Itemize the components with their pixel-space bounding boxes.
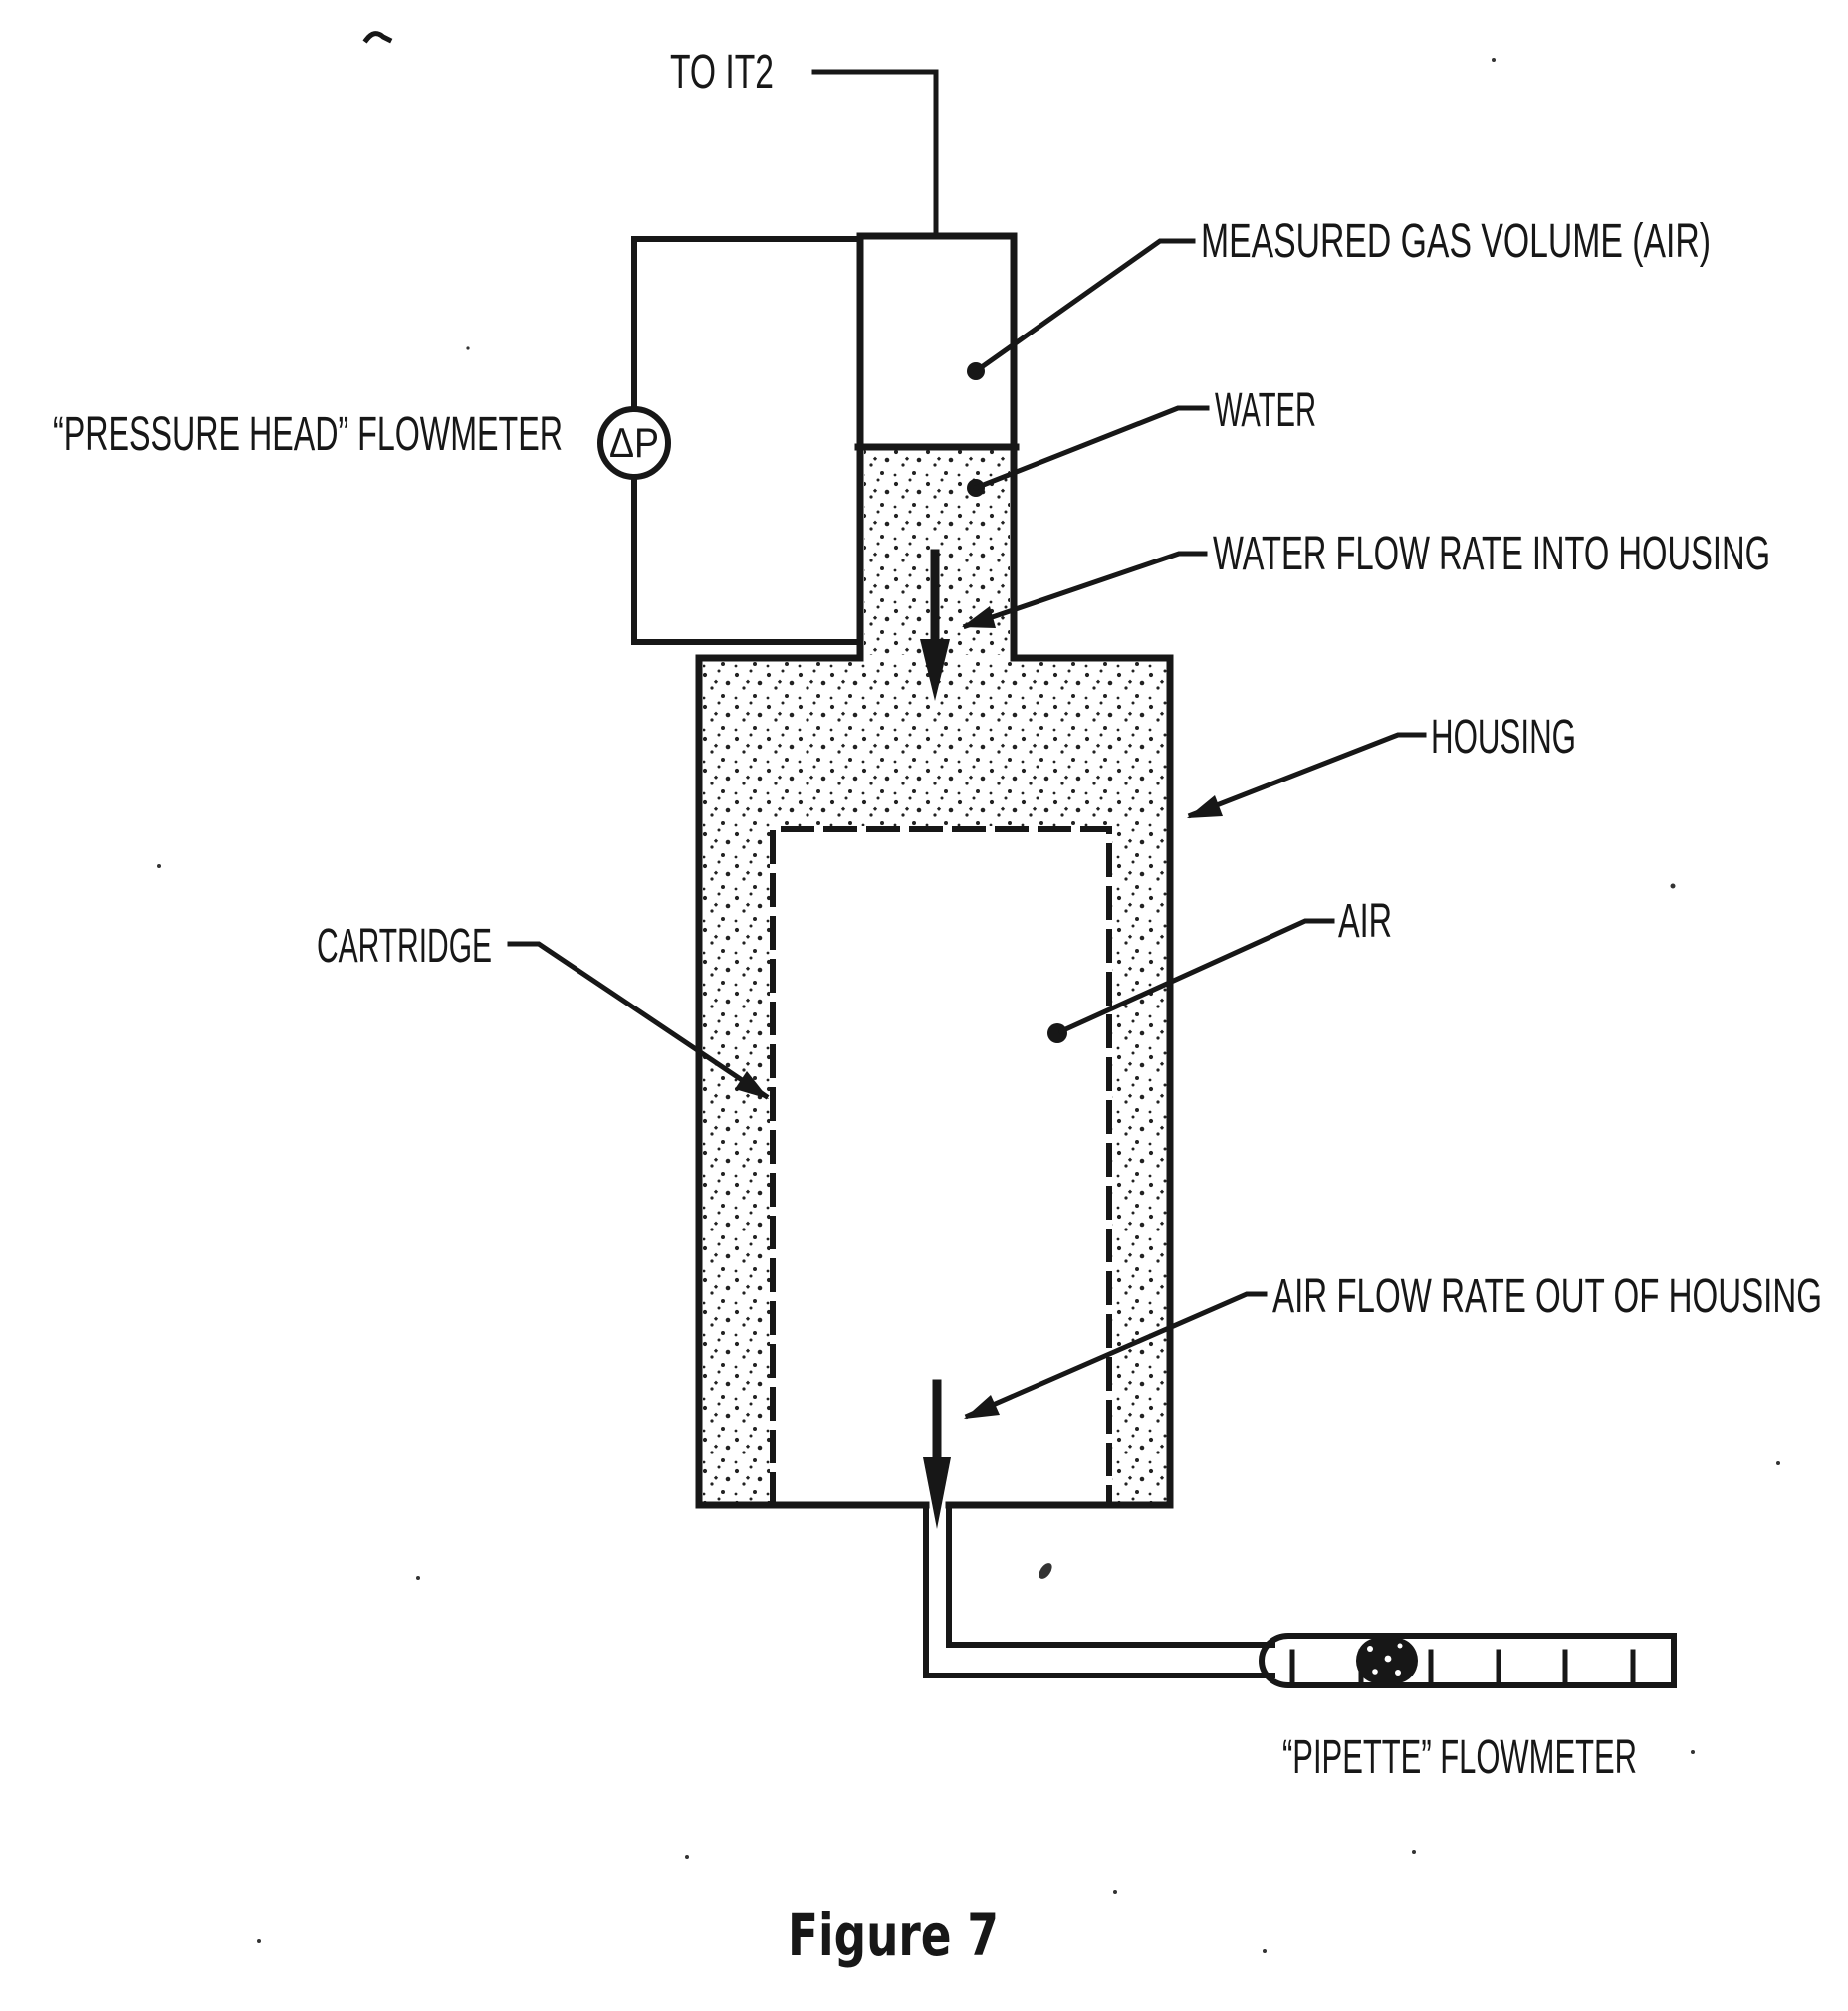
housing-outline <box>695 654 1174 1509</box>
air-flow-arrow <box>923 1379 951 1529</box>
label-air-flow-rate: AIR FLOW RATE OUT OF HOUSING <box>1272 1270 1822 1323</box>
leader-cartridge <box>507 941 770 1100</box>
figure-caption: Figure 7 <box>788 1901 999 1969</box>
pipette-liquid-slug <box>1356 1638 1418 1683</box>
air-dot <box>1047 1023 1067 1043</box>
outlet-pipe-outer <box>923 1502 1275 1678</box>
delta-p-gauge <box>597 406 671 480</box>
leader-air-flow-rate <box>964 1291 1268 1420</box>
pipette-flowmeter-tube <box>1258 1633 1677 1688</box>
scan-artifact-squiggle <box>362 31 393 44</box>
label-housing: HOUSING <box>1431 711 1576 764</box>
label-water-flow-rate: WATER FLOW RATE INTO HOUSING <box>1213 528 1770 580</box>
label-pressure-head-flowmeter: “PRESSURE HEAD” FLOWMETER <box>53 408 563 461</box>
leader-water <box>967 405 1210 497</box>
cartridge-dashed-outline <box>770 826 1112 1506</box>
pressure-head-flowmeter-loop <box>631 236 863 645</box>
label-pipette-flowmeter: “PIPETTE” FLOWMETER <box>1282 1731 1637 1784</box>
leader-housing <box>1187 732 1427 819</box>
outlet-pipe-inner <box>946 1502 1275 1648</box>
label-measured-gas-volume: MEASURED GAS VOLUME (AIR) <box>1201 215 1711 268</box>
water-flow-arrow <box>920 549 950 701</box>
leader-measured-gas <box>967 238 1196 380</box>
leader-air <box>1047 918 1335 1043</box>
delta-p-gauge-label: ΔP <box>609 419 659 466</box>
to-it2-line <box>811 69 939 236</box>
label-air: AIR <box>1338 895 1392 948</box>
scan-noise <box>157 58 1780 1953</box>
label-cartridge: CARTRIDGE <box>317 920 492 973</box>
label-water: WATER <box>1215 384 1316 437</box>
label-to-it2: TO IT2 <box>670 46 774 99</box>
leader-water-flow-rate <box>962 551 1208 630</box>
